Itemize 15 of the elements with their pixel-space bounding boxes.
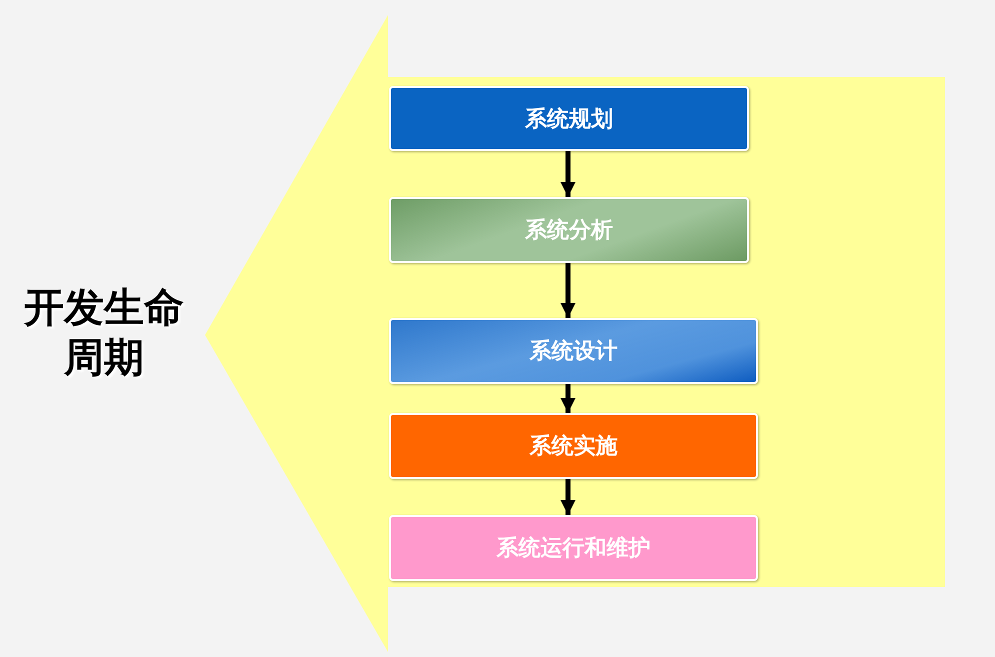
process-label: 系统实施 [530,432,618,461]
process-label: 系统运行和维护 [496,534,650,563]
arrow [560,151,576,197]
stage-heading: 开发生命周期 [22,284,185,383]
process-label: 系统规划 [525,104,613,134]
process-box [389,318,758,384]
process-box [389,197,749,263]
process-box [389,515,758,581]
process-box [389,86,749,151]
arrow [560,384,576,413]
arrow [560,263,576,318]
arrow [560,479,576,515]
process-label: 系统设计 [530,337,618,366]
process-box [389,413,758,479]
process-label: 系统分析 [525,216,613,245]
